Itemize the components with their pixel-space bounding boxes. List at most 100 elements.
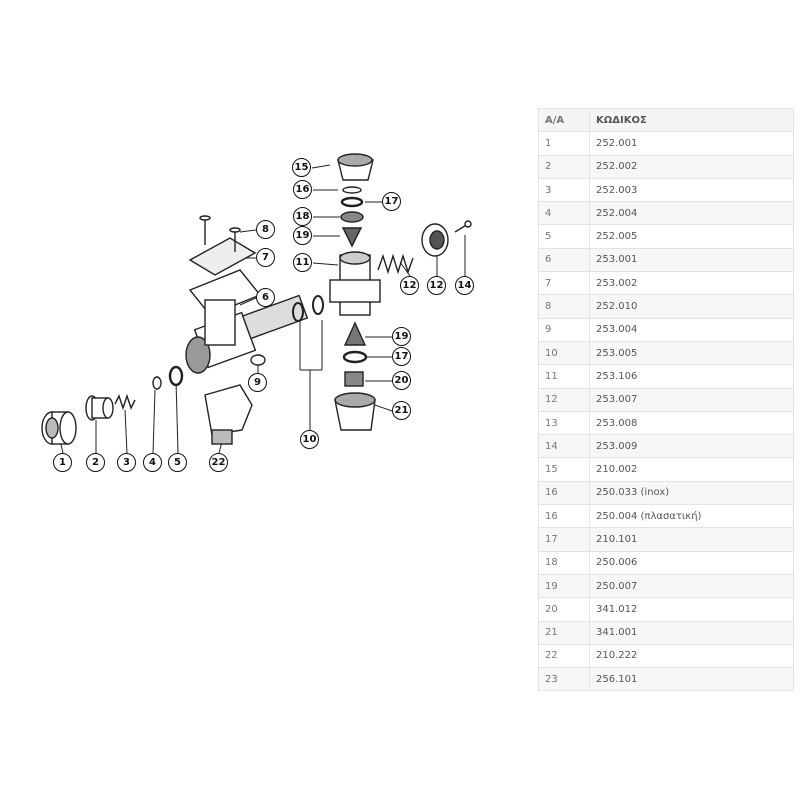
part-screws — [199, 215, 241, 252]
cell-index: 20 — [538, 597, 590, 622]
cell-code: 256.101 — [589, 667, 794, 692]
leader-lines — [59, 164, 466, 454]
callout-17b: 17 — [392, 347, 411, 366]
cell-index: 4 — [538, 201, 590, 226]
cell-code: 250.006 — [589, 550, 794, 575]
callout-7: 7 — [256, 248, 275, 267]
cell-index: 3 — [538, 177, 590, 203]
cell-index: 1 — [538, 131, 590, 156]
cell-code: 250.004 (πλασατική) — [589, 504, 794, 529]
callout-12b: 12 — [427, 276, 446, 295]
callout-4: 4 — [143, 453, 162, 472]
table-header-row: Α/Α ΚΩΔΙΚΟΣ — [538, 107, 794, 133]
part-washer-17 — [340, 196, 364, 208]
cell-index: 8 — [538, 294, 590, 319]
cell-code: 250.007 — [589, 573, 794, 599]
part-cap-12 — [421, 223, 449, 257]
parts-drawing — [41, 153, 472, 454]
part-oring — [292, 302, 304, 322]
cell-index: 6 — [538, 247, 590, 273]
cell-code: 252.002 — [589, 154, 794, 179]
callout-8: 8 — [256, 220, 275, 239]
part-nut-20 — [344, 371, 364, 387]
cell-index: 7 — [538, 271, 590, 296]
cell-code: 252.003 — [589, 177, 794, 203]
exploded-parts-diagram: 1 2 3 4 5 22 9 6 7 8 10 15 16 17 18 19 1… — [41, 153, 474, 472]
part-spring — [114, 393, 136, 411]
callout-5: 5 — [168, 453, 187, 472]
part-tee — [329, 251, 381, 316]
cell-code: 210.101 — [589, 527, 794, 552]
cell-index: 21 — [538, 620, 590, 645]
cell-code: 253.004 — [589, 317, 794, 342]
part-body — [185, 269, 309, 374]
callout-19: 19 — [293, 226, 312, 245]
cell-code: 250.033 (inox) — [589, 480, 794, 506]
callout-11: 11 — [293, 253, 312, 272]
cell-code: 253.007 — [589, 387, 794, 412]
cell-index: 14 — [538, 434, 590, 459]
part-fitting — [204, 384, 253, 445]
cell-index: 2 — [538, 154, 590, 179]
cell-index: 17 — [538, 527, 590, 552]
cell-index: 19 — [538, 573, 590, 599]
callout-22: 22 — [209, 453, 228, 472]
cell-index: 16 — [538, 504, 590, 529]
callout-14: 14 — [455, 276, 474, 295]
cell-index: 9 — [538, 317, 590, 342]
cell-code: 341.001 — [589, 620, 794, 645]
part-spring-12 — [377, 253, 414, 275]
cell-index: 11 — [538, 364, 590, 389]
part-nut — [41, 411, 77, 445]
cell-code: 253.005 — [589, 340, 794, 366]
header-code: ΚΩΔΙΚΟΣ — [589, 107, 794, 133]
part-screw-14 — [454, 220, 472, 233]
callout-20: 20 — [392, 371, 411, 390]
part-cone-19 — [343, 321, 367, 346]
callout-1: 1 — [53, 453, 72, 472]
part-washer — [152, 376, 162, 390]
cell-code: 253.106 — [589, 364, 794, 389]
cell-code: 253.002 — [589, 271, 794, 296]
cell-code: 252.005 — [589, 224, 794, 249]
cell-index: 16 — [538, 480, 590, 506]
cell-code: 253.008 — [589, 410, 794, 436]
callout-12: 12 — [400, 276, 419, 295]
header-index: Α/Α — [538, 107, 590, 133]
part-oring — [312, 295, 324, 315]
callout-17: 17 — [382, 192, 401, 211]
part-washer-17b — [342, 350, 368, 364]
callout-15: 15 — [292, 158, 311, 177]
cell-code: 253.009 — [589, 434, 794, 459]
part-ring-9 — [250, 354, 266, 366]
part-cap-21 — [334, 392, 376, 431]
cell-index: 18 — [538, 550, 590, 575]
cell-code: 253.001 — [589, 247, 794, 273]
callout-18: 18 — [293, 207, 312, 226]
cell-code: 252.001 — [589, 131, 794, 156]
part-clamp — [188, 237, 257, 276]
cell-code: 252.004 — [589, 201, 794, 226]
callout-16: 16 — [293, 180, 312, 199]
